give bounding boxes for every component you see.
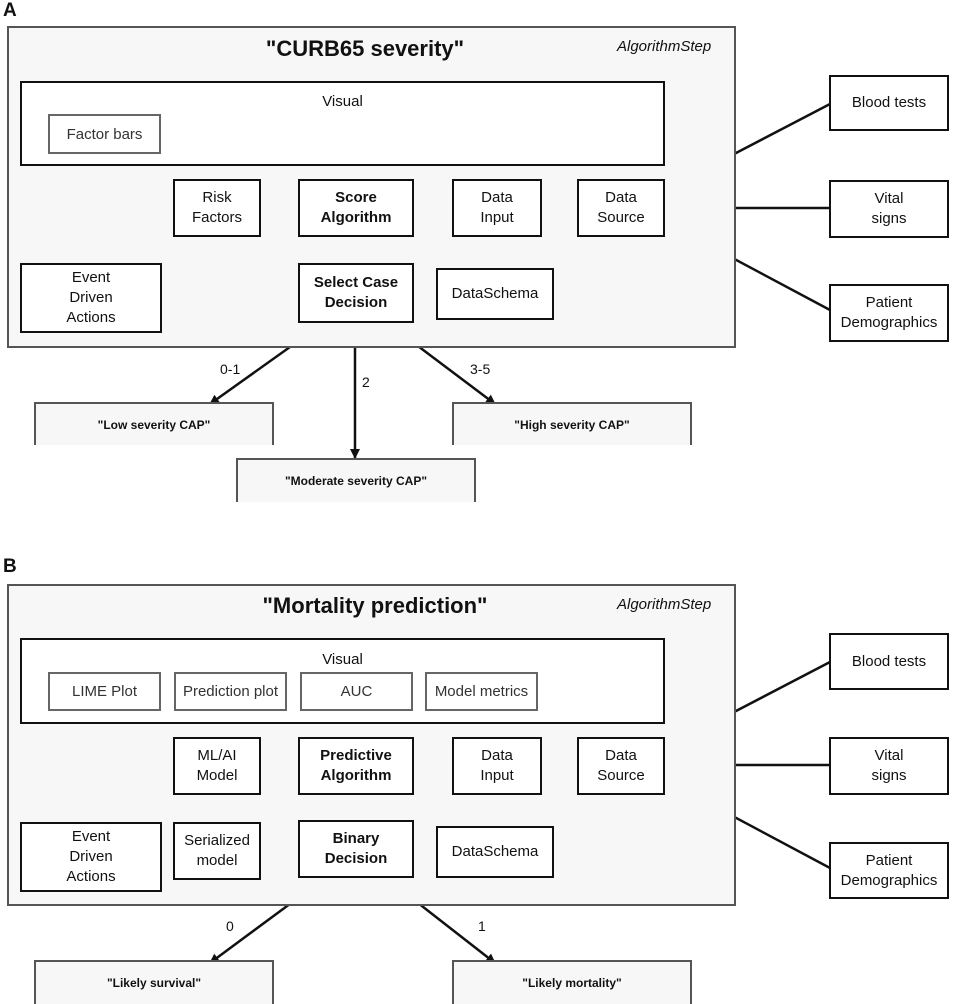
step-title-b: "Mortality prediction" — [262, 593, 488, 618]
data-source-node[interactable]: Data Source — [577, 179, 665, 237]
edge-label-mortality: 1 — [478, 918, 486, 934]
data-input-node-b[interactable]: Data Input — [452, 737, 542, 795]
edge-label-moderate: 2 — [362, 374, 370, 390]
edge-label-low: 0-1 — [220, 361, 241, 377]
blood-tests-source-a[interactable]: Blood tests — [829, 75, 949, 131]
event-driven-actions-node[interactable]: Event Driven Actions — [20, 263, 162, 333]
step-type-b: AlgorithmStep — [617, 596, 712, 613]
edge-label-high: 3-5 — [470, 361, 491, 377]
patient-demographics-source-b[interactable]: Patient Demographics — [829, 842, 949, 899]
auc-visual[interactable]: AUC — [300, 672, 413, 711]
event-driven-actions-node-b[interactable]: Event Driven Actions — [20, 822, 162, 892]
data-input-node[interactable]: Data Input — [452, 179, 542, 237]
data-schema-node[interactable]: DataSchema — [436, 268, 554, 320]
vital-signs-source-b[interactable]: Vital signs — [829, 737, 949, 795]
risk-factors-node[interactable]: Risk Factors — [173, 179, 261, 237]
edge-label-survival: 0 — [226, 918, 234, 934]
serialized-model-node[interactable]: Serialized model — [173, 822, 261, 880]
data-source-node-b[interactable]: Data Source — [577, 737, 665, 795]
predictive-algorithm-node[interactable]: Predictive Algorithm — [298, 737, 414, 795]
outcome-low-severity: "Low severity CAP" — [34, 402, 274, 445]
binary-decision-node[interactable]: Binary Decision — [298, 820, 414, 878]
step-type-a: AlgorithmStep — [617, 38, 712, 55]
model-metrics-visual[interactable]: Model metrics — [425, 672, 538, 711]
outcome-likely-mortality: "Likely mortality" — [452, 960, 692, 1004]
outcome-high-severity: "High severity CAP" — [452, 402, 692, 445]
blood-tests-source-b[interactable]: Blood tests — [829, 633, 949, 690]
outcome-likely-survival: "Likely survival" — [34, 960, 274, 1004]
score-algorithm-node[interactable]: Score Algorithm — [298, 179, 414, 237]
panel-b-letter: B — [3, 556, 17, 577]
panel-a-letter: A — [3, 0, 17, 21]
vital-signs-source-a[interactable]: Vital signs — [829, 180, 949, 238]
visual-title-a: Visual — [322, 93, 363, 110]
patient-demographics-source-a[interactable]: Patient Demographics — [829, 284, 949, 342]
outcome-moderate-severity: "Moderate severity CAP" — [236, 458, 476, 502]
visual-title-b: Visual — [322, 651, 363, 668]
step-title-a: "CURB65 severity" — [265, 36, 465, 61]
prediction-plot-visual[interactable]: Prediction plot — [174, 672, 287, 711]
data-schema-node-b[interactable]: DataSchema — [436, 826, 554, 878]
factor-bars-visual[interactable]: Factor bars — [48, 114, 161, 154]
ml-ai-model-node[interactable]: ML/AI Model — [173, 737, 261, 795]
select-case-decision-node[interactable]: Select Case Decision — [298, 263, 414, 323]
lime-plot-visual[interactable]: LIME Plot — [48, 672, 161, 711]
